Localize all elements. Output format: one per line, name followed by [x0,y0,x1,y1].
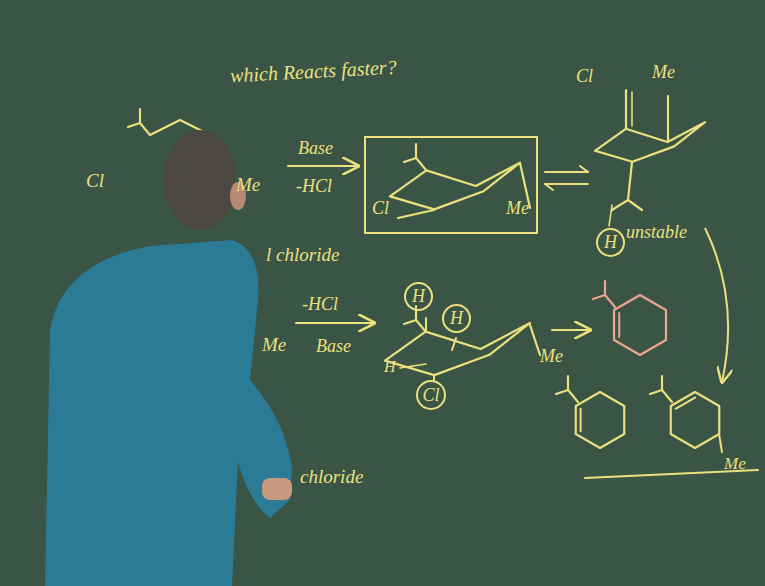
atom-label: Me [506,198,529,219]
chalk-label: -HCl [302,294,338,315]
reaction-arrow [552,329,590,331]
chair-ring [595,122,705,162]
atom-label: H [450,308,463,329]
double-bond [580,409,582,431]
axial-bond [609,205,612,226]
cyclohexene-ring [576,392,624,448]
chalk-label: Base [316,336,351,357]
chair-ring [390,163,520,210]
circled-atom: H [442,304,471,333]
chalk-label: H [384,358,396,376]
isopropyl [416,320,426,332]
isopropyl [661,376,663,390]
isopropyl [415,144,417,158]
chalk-label: Me [652,62,675,83]
bond [400,364,426,368]
hand [262,478,292,500]
bond [530,325,540,355]
cyclohexene-ring [671,392,719,448]
isopropyl [416,158,426,170]
isopropyl [628,200,642,210]
isopropyl [605,295,615,307]
isopropyl [128,123,140,127]
chalk-label: Cl [86,170,104,192]
isopropyl [404,320,416,324]
isopropyl [568,390,578,402]
head [164,130,236,230]
chalk-label: Base [298,138,333,159]
isopropyl [139,109,141,123]
atom-label: Cl [422,385,439,406]
curved-arrow [705,228,728,382]
reaction-arrow [288,165,358,167]
lecturer [45,130,292,586]
conformer-box: Cl Me [364,136,538,234]
isopropyl [593,295,605,299]
axial-bond [452,338,456,350]
double-bond [676,398,695,409]
atom-label: H [412,286,425,307]
isopropyl [612,200,628,210]
chalk-label: -HCl [296,176,332,197]
isopropyl [556,390,568,394]
isopropyl [662,390,672,402]
shirt [45,240,292,586]
reaction-arrow [296,322,374,324]
chair-ring [385,323,530,375]
equilibrium-arrow [545,171,588,173]
chalk-label: unstable [626,222,687,243]
circled-atom: Cl [416,380,446,410]
equilibrium-arrow [545,183,588,185]
chalk-label: Me [236,174,260,196]
atom-label: Cl [372,198,389,219]
cyclohexene-ring [614,295,666,355]
isopropyl [567,376,569,390]
chalk-label: which Reacts faster? [230,56,398,88]
double-bond [618,313,620,337]
axial-bond [631,92,633,126]
isopropyl [604,281,606,295]
equilibrium-arrow [545,184,553,190]
axial-bond [667,96,669,141]
isopropyl [140,123,150,135]
isopropyl [415,306,417,320]
chalk-label: Me [540,346,563,367]
circled-atom: H [596,228,625,257]
chalk-label: l chloride [266,244,339,266]
isopropyl [650,390,662,394]
circled-atom: H [404,282,433,311]
chalk-label: chloride [300,466,363,488]
bond [398,210,434,218]
axial-bond [625,90,627,129]
atom-label: H [604,232,617,253]
chalk-label: Cl [576,66,593,87]
axial-bond [628,162,632,200]
bond [719,434,722,452]
chalk-label: Me [262,334,286,356]
equilibrium-arrow [580,166,588,172]
isopropyl [404,158,416,162]
chalk-label: Me [724,454,746,474]
